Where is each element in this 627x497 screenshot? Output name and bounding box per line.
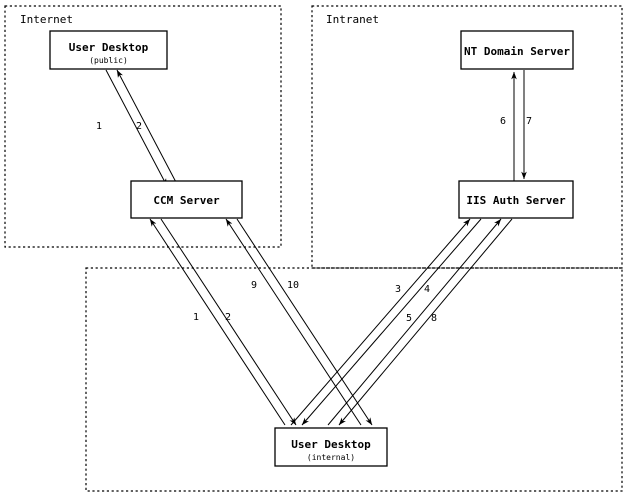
flow-group-public-desktop-ccm xyxy=(105,69,179,187)
flow-label-10: 10 xyxy=(287,280,299,291)
zone-labels: Internet Intranet xyxy=(20,13,379,26)
flow-line-8-iis-to-internal xyxy=(338,218,513,426)
flow-label-1-internal: 1 xyxy=(193,312,199,323)
node-subtitle-user-desktop-internal: (internal) xyxy=(307,453,355,462)
flow-line-9-internal-to-ccm xyxy=(225,218,362,426)
flow-label-9: 9 xyxy=(251,280,257,291)
flow-label-2-public: 2 xyxy=(136,121,142,132)
node-box-nt-domain-server[interactable] xyxy=(460,30,574,70)
zone-label-internet: Internet xyxy=(20,13,73,26)
zone-label-intranet: Intranet xyxy=(326,13,379,26)
flow-label-6: 6 xyxy=(500,116,506,127)
flow-label-7: 7 xyxy=(526,116,532,127)
flow-line-3-internal-to-iis xyxy=(290,218,471,426)
node-nt-domain-server[interactable]: NT Domain Server xyxy=(460,30,574,70)
flow-label-5: 5 xyxy=(406,313,412,324)
flow-group-internal-desktop-ccm-a xyxy=(149,218,297,426)
flow-group-internal-desktop-ccm-b xyxy=(225,218,373,426)
node-user-desktop-public[interactable]: User Desktop (public) xyxy=(49,30,168,70)
flow-label-1-public: 1 xyxy=(96,121,102,132)
flow-label-2-internal: 2 xyxy=(225,312,231,323)
flow-group-iis-nt xyxy=(511,70,527,181)
flow-label-3: 3 xyxy=(395,284,401,295)
flow-line-1-internal-to-ccm xyxy=(149,218,286,426)
node-ccm-server[interactable]: CCM Server xyxy=(130,180,243,219)
zone-boundaries xyxy=(4,5,623,492)
node-subtitle-user-desktop-public: (public) xyxy=(89,56,128,65)
flow-line-2-ccm-to-public xyxy=(116,69,179,187)
node-box-user-desktop-public[interactable] xyxy=(49,30,168,70)
node-box-ccm-server[interactable] xyxy=(130,180,243,219)
flow-line-1-public-to-ccm xyxy=(105,69,168,187)
node-title-user-desktop-public: User Desktop xyxy=(69,41,149,54)
node-title-nt-domain-server: NT Domain Server xyxy=(464,45,570,58)
node-box-iis-auth-server[interactable] xyxy=(458,180,574,219)
node-iis-auth-server[interactable]: IIS Auth Server xyxy=(458,180,574,219)
flow-line-5-internal-to-iis xyxy=(327,218,502,426)
flow-step-labels: 1 2 1 2 3 4 5 6 7 8 9 10 xyxy=(96,116,532,324)
node-title-ccm-server: CCM Server xyxy=(153,194,220,207)
flow-line-10-ccm-to-internal xyxy=(236,218,373,426)
node-user-desktop-internal[interactable]: User Desktop (internal) xyxy=(274,427,388,467)
flow-group-internal-desktop-iis-a xyxy=(290,218,482,426)
node-box-user-desktop-internal[interactable] xyxy=(274,427,388,467)
node-title-iis-auth-server: IIS Auth Server xyxy=(466,194,566,207)
flow-group-internal-desktop-iis-b xyxy=(327,218,513,426)
flow-label-8: 8 xyxy=(431,313,437,324)
zone-internet-border xyxy=(4,5,282,248)
zone-overlap-mask xyxy=(313,270,316,489)
zone-internal-border xyxy=(85,267,623,492)
node-title-user-desktop-internal: User Desktop xyxy=(291,438,371,451)
flow-line-4-iis-to-internal xyxy=(301,218,482,426)
flow-line-2-ccm-to-internal xyxy=(160,218,297,426)
flow-label-4: 4 xyxy=(424,284,430,295)
